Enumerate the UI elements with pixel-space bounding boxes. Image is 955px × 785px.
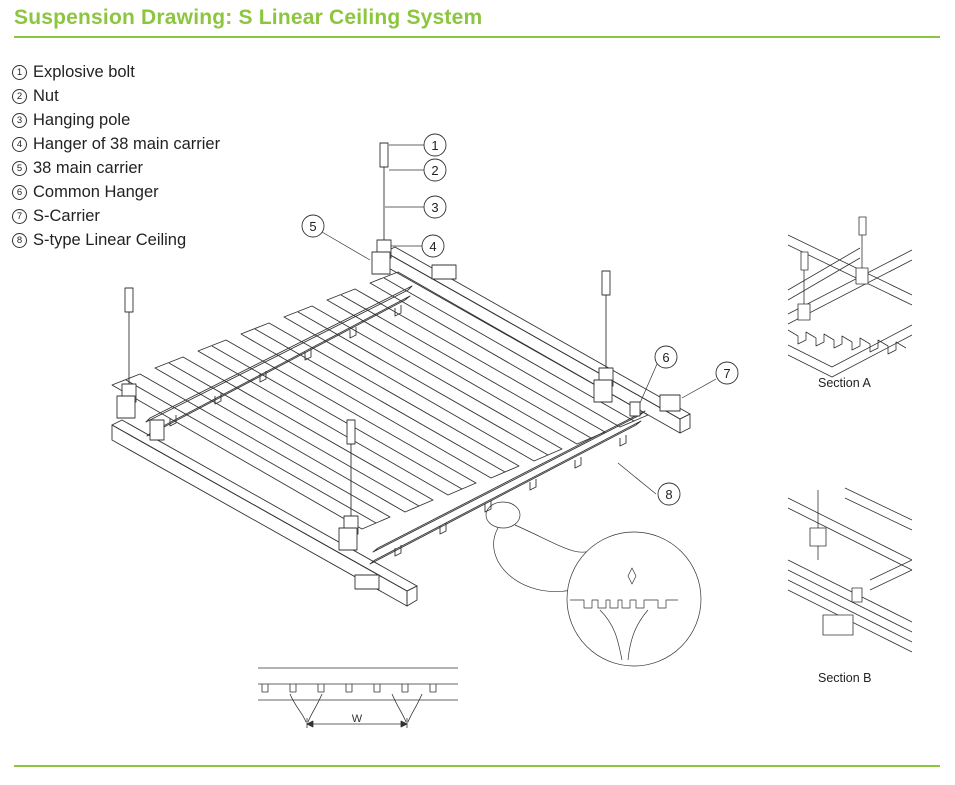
legend-label: S-type Linear Ceiling [33,230,187,249]
ceiling-strip [283,305,563,462]
callout-number: 3 [431,200,438,215]
callout-number: 5 [309,219,316,234]
ceiling-strip [240,322,520,479]
legend-label: Hanging pole [33,110,131,129]
page-title: Suspension Drawing: S Linear Ceiling Sys… [14,6,483,29]
legend-label: Hanger of 38 main carrier [33,134,221,153]
s-carrier-front [369,410,646,565]
hanging-pole [371,142,392,275]
main-carrier-front [111,419,418,607]
legend-item: 4 Hanger of 38 main carrier [12,132,220,156]
title-divider [14,36,940,38]
callout-1: 1 [423,133,447,157]
main-assembly [111,142,717,667]
hanging-pole [338,419,359,551]
callout-5: 5 [301,214,325,238]
section-a-label: Section A [818,376,871,390]
detail-magnifier [485,501,702,667]
profile-dimension-detail: W [258,667,458,728]
ceiling-strip [154,356,434,513]
callout-2: 2 [423,158,447,182]
main-carrier-back [384,246,691,434]
legend-item: 6 Common Hanger [12,180,220,204]
legend-number: 5 [12,160,27,176]
callout-6: 6 [654,345,678,369]
legend-number: 7 [12,208,27,224]
legend-item: 7 S-Carrier [12,204,220,228]
s-carrier-back [145,285,413,437]
section-b-detail [787,487,913,653]
section-b-label: Section B [818,671,872,685]
legend-number: 6 [12,184,27,200]
legend-number: 4 [12,136,27,152]
legend-item: 3 Hanging pole [12,108,220,132]
callout-number: 7 [723,366,730,381]
callout-number: 1 [431,138,438,153]
legend-item: 8 S-type Linear Ceiling [12,228,220,252]
callout-number: 4 [429,239,436,254]
callouts: 1 2 3 4 5 6 7 8 [301,133,739,506]
callout-8: 8 [657,482,681,506]
legend-item: 5 38 main carrier [12,156,220,180]
legend-item: 2 Nut [12,84,220,108]
section-a-detail [787,216,913,378]
callout-7: 7 [715,361,739,385]
callout-leaders [321,144,717,495]
legend-label: S-Carrier [33,206,100,225]
callout-3: 3 [423,195,447,219]
callout-number: 8 [665,487,672,502]
hanging-pole [593,270,614,403]
ceiling-strip [111,373,391,530]
footer-divider [14,765,940,767]
legend-label: Common Hanger [33,182,159,201]
hanging-pole [116,287,137,419]
callout-number: 6 [662,350,669,365]
callout-4: 4 [421,234,445,258]
ceiling-strip [197,339,477,496]
callout-number: 2 [431,163,438,178]
component-legend: 1 Explosive bolt 2 Nut 3 Hanging pole 4 … [12,60,220,252]
legend-label: 38 main carrier [33,158,144,177]
legend-label: Explosive bolt [33,62,135,81]
legend-number: 2 [12,88,27,104]
legend-number: 1 [12,64,27,80]
legend-item: 1 Explosive bolt [12,60,220,84]
legend-number: 8 [12,232,27,248]
legend-number: 3 [12,112,27,128]
ceiling-strips [111,271,649,530]
dimension-w-label: W [352,713,363,725]
common-hanger [149,264,681,590]
legend-label: Nut [33,86,59,105]
